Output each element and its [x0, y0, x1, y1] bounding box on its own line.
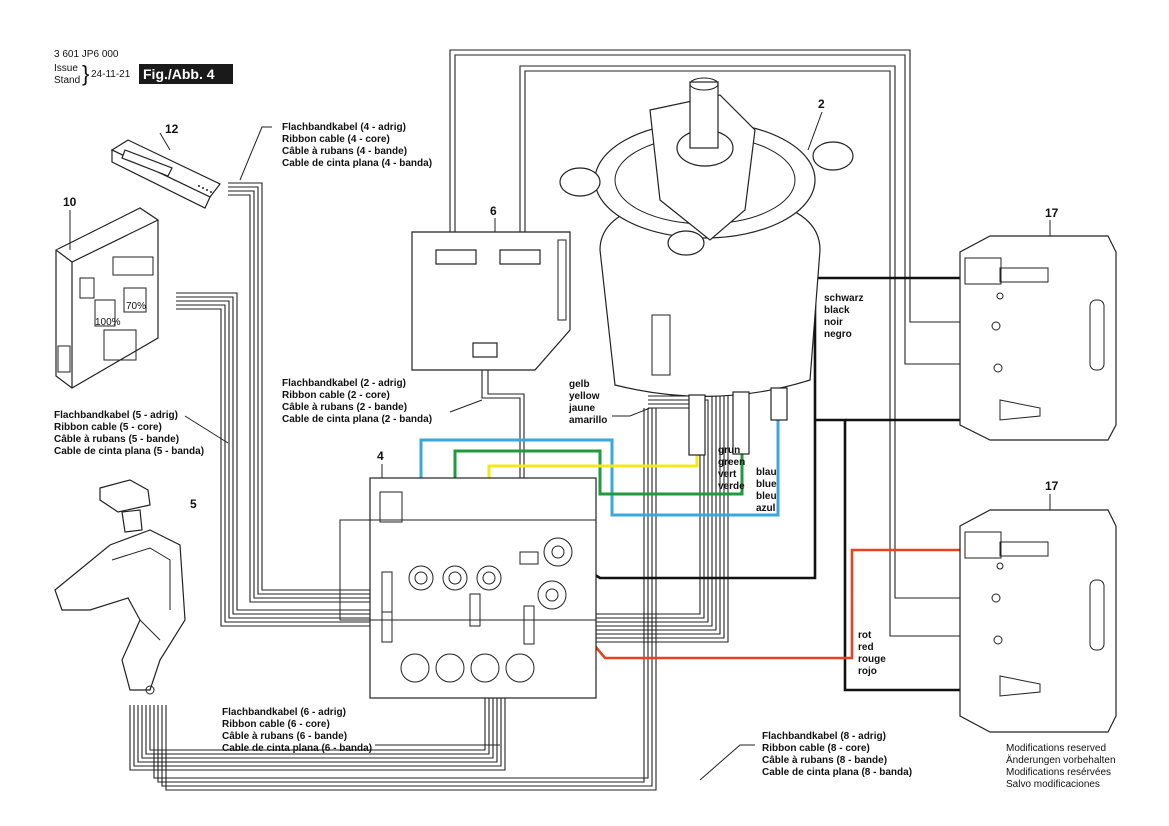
- svg-text:red: red: [858, 642, 874, 653]
- svg-text:vert: vert: [718, 469, 737, 480]
- ribbon8-label: Flachbandkabel (8 - adrig) Ribbon cable …: [762, 731, 912, 778]
- svg-text:Änderungen vorbehalten: Änderungen vorbehalten: [1006, 754, 1116, 766]
- part-number-6: 6: [490, 204, 497, 218]
- battery-level-right: 70%: [126, 301, 146, 312]
- signal-cable-upper: [449, 49, 965, 637]
- svg-text:negro: negro: [824, 329, 852, 340]
- green-wire-label: grun green vert verde: [718, 445, 745, 492]
- svg-text:Câble à rubans (5 - bande): Câble à rubans (5 - bande): [54, 434, 179, 445]
- svg-text:schwarz: schwarz: [824, 293, 863, 304]
- svg-text:verde: verde: [718, 481, 745, 492]
- svg-text:Cable de cinta plana (2 - band: Cable de cinta plana (2 - banda): [282, 414, 432, 425]
- svg-text:azul: azul: [756, 503, 776, 514]
- svg-text:Flachbandkabel (8 - adrig): Flachbandkabel (8 - adrig): [762, 731, 886, 742]
- svg-text:gelb: gelb: [569, 379, 590, 390]
- stand-label: Stand: [54, 75, 81, 86]
- ribbon5-label: Flachbandkabel (5 - adrig) Ribbon cable …: [54, 410, 204, 457]
- ribbon2-label: Flachbandkabel (2 - adrig) Ribbon cable …: [282, 378, 432, 425]
- svg-text:Ribbon cable (4 - core): Ribbon cable (4 - core): [282, 134, 390, 145]
- svg-text:Câble à rubans (8 - bande): Câble à rubans (8 - bande): [762, 755, 887, 766]
- issue-label: Issue: [54, 63, 78, 74]
- ribbon4-label: Flachbandkabel (4 - adrig) Ribbon cable …: [282, 122, 432, 169]
- svg-text:blau: blau: [756, 467, 777, 478]
- ribbon-cable-4-core: [228, 182, 388, 603]
- svg-text:Flachbandkabel (2 - adrig): Flachbandkabel (2 - adrig): [282, 378, 406, 389]
- part-2-motor: [559, 77, 854, 456]
- svg-text:rojo: rojo: [858, 666, 877, 677]
- green-wire: [453, 420, 744, 580]
- svg-text:grun: grun: [718, 445, 740, 456]
- part-number-10: 10: [63, 195, 77, 209]
- svg-text:Cable de cinta plana (8 - band: Cable de cinta plana (8 - banda): [762, 767, 912, 778]
- svg-text:Ribbon cable (8 - core): Ribbon cable (8 - core): [762, 743, 870, 754]
- blue-wire-label: blau blue bleu azul: [756, 467, 777, 514]
- battery-level-left: 100%: [95, 317, 121, 328]
- part-17-battery-mount-upper: [959, 220, 1117, 441]
- svg-text:yellow: yellow: [569, 391, 600, 402]
- svg-text:Salvo modificaciones: Salvo modificaciones: [1006, 779, 1100, 790]
- svg-text:Modifications resérvées: Modifications resérvées: [1006, 767, 1111, 778]
- svg-text:rouge: rouge: [858, 654, 886, 665]
- part-12-switch-module: [110, 132, 221, 209]
- part-number-2: 2: [818, 97, 825, 111]
- black-wire-label: schwarz black noir negro: [824, 293, 863, 340]
- svg-text:bleu: bleu: [756, 491, 777, 502]
- part-number-17-upper: 17: [1045, 206, 1059, 220]
- svg-text:blue: blue: [756, 479, 777, 490]
- svg-text:Câble à rubans (6 - bande): Câble à rubans (6 - bande): [222, 731, 347, 742]
- blue-wire: [419, 420, 780, 580]
- svg-text:amarillo: amarillo: [569, 415, 607, 426]
- svg-text:black: black: [824, 305, 850, 316]
- svg-text:noir: noir: [824, 317, 843, 328]
- svg-text:Câble à rubans (4 - bande): Câble à rubans (4 - bande): [282, 146, 407, 157]
- svg-text:Cable de cinta plana (4 - band: Cable de cinta plana (4 - banda): [282, 158, 432, 169]
- svg-text:jaune: jaune: [568, 403, 596, 414]
- svg-text:Cable de cinta plana (6 - band: Cable de cinta plana (6 - banda): [222, 743, 372, 754]
- svg-text:green: green: [718, 457, 745, 468]
- red-wire-label: rot red rouge rojo: [858, 630, 886, 677]
- svg-text:Câble à rubans (2 - bande): Câble à rubans (2 - bande): [282, 402, 407, 413]
- part-17-battery-mount-lower: [959, 494, 1117, 733]
- part-number-12: 12: [165, 122, 179, 136]
- brace-symbol: }: [82, 61, 90, 86]
- issue-date: 24-11-21: [91, 69, 131, 80]
- part-number-5: 5: [190, 497, 197, 511]
- part-4-control-unit: [339, 464, 597, 699]
- ribbon6-label: Flachbandkabel (6 - adrig) Ribbon cable …: [222, 707, 372, 754]
- figure-label: Fig./Abb. 4: [143, 66, 215, 82]
- document-number: 3 601 JP6 000: [54, 49, 119, 60]
- part-10-display-module: [55, 207, 159, 389]
- svg-text:Ribbon cable (2 - core): Ribbon cable (2 - core): [282, 390, 390, 401]
- part-number-4: 4: [377, 449, 384, 463]
- svg-text:Ribbon cable (6 - core): Ribbon cable (6 - core): [222, 719, 330, 730]
- svg-text:Cable de cinta plana (5 - band: Cable de cinta plana (5 - banda): [54, 446, 204, 457]
- yellow-wire-label: gelb yellow jaune amarillo: [568, 379, 607, 426]
- svg-text:Flachbandkabel (4 - adrig): Flachbandkabel (4 - adrig): [282, 122, 406, 133]
- footer-notice: Modifications reserved Änderungen vorbeh…: [1006, 743, 1116, 790]
- svg-text:rot: rot: [858, 630, 872, 641]
- svg-text:Flachbandkabel (6 - adrig): Flachbandkabel (6 - adrig): [222, 707, 346, 718]
- svg-text:Ribbon cable (5 - core): Ribbon cable (5 - core): [54, 422, 162, 433]
- part-number-17-lower: 17: [1045, 479, 1059, 493]
- ribbon-cable-8-core-lower: [153, 408, 657, 791]
- svg-text:Modifications reserved: Modifications reserved: [1006, 743, 1106, 754]
- part-6-connector-board: [411, 218, 571, 371]
- ribbon-cable-5-core: [176, 292, 388, 627]
- part-5-handle-switch: [54, 479, 186, 695]
- figure-label-box: [139, 64, 233, 84]
- leader-lines: [184, 126, 755, 781]
- svg-text:Flachbandkabel (5 - adrig): Flachbandkabel (5 - adrig): [54, 410, 178, 421]
